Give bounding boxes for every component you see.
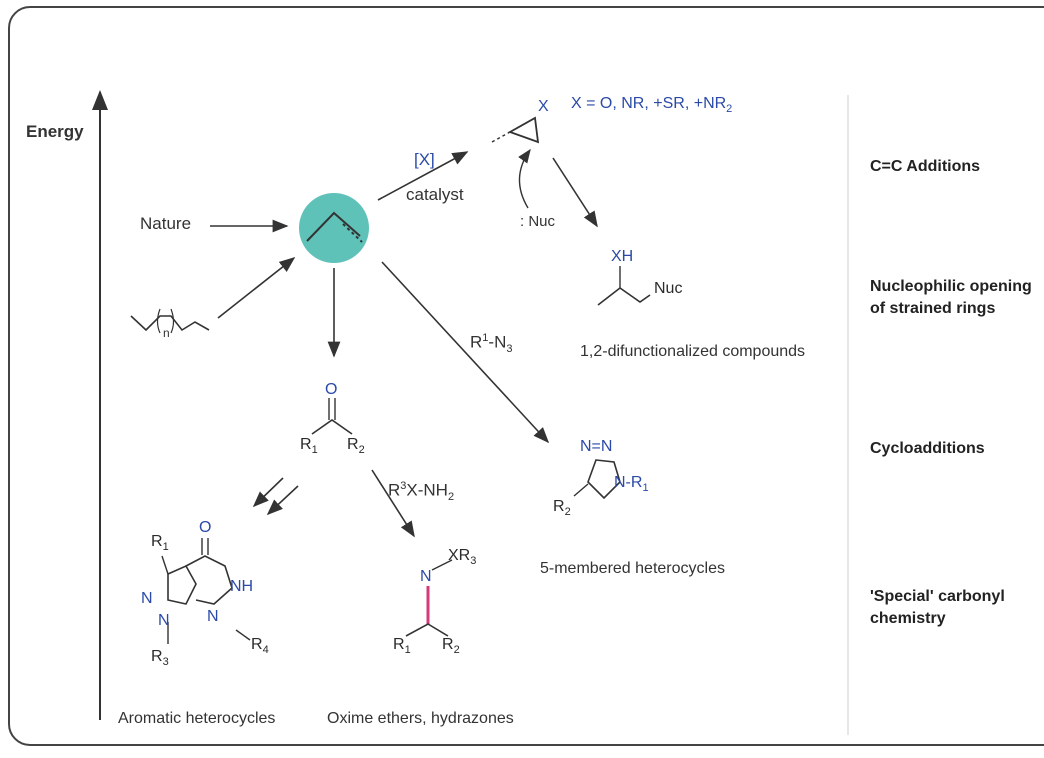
three-ring — [507, 116, 540, 144]
category-nucleophilic-opening: Nucleophilic opening of strained rings — [870, 278, 1032, 317]
pyrimidinone-ring — [185, 555, 233, 605]
alkene-structure — [306, 211, 361, 242]
pyrazole-ring — [167, 564, 197, 605]
triazole-nn: N=N — [580, 438, 613, 455]
nucleophile-label: : Nuc — [520, 213, 556, 230]
triazole-ring — [587, 459, 621, 500]
alkane-chain — [130, 315, 210, 332]
arrow-ring-opening — [552, 157, 598, 228]
diagram-frame — [8, 6, 1044, 746]
category-cc-additions: C=C Additions — [870, 158, 981, 175]
oxime-xr3: XR3 — [448, 547, 477, 568]
energy-axis-label: Energy — [26, 122, 84, 141]
aromatic-r1: R1 — [151, 533, 169, 554]
alkane-bracket — [156, 308, 175, 334]
oxime-nx-bond — [431, 559, 453, 571]
nature-label: Nature — [140, 214, 192, 233]
triazole-r2: R2 — [553, 498, 571, 519]
ketone-r1: R1 — [300, 436, 318, 457]
arrow-to-aromatic-2 — [266, 485, 299, 516]
ketone-structure — [311, 419, 353, 435]
alkene-circle — [299, 193, 369, 263]
arrow-to-three-ring — [377, 151, 469, 201]
ketone-r2: R2 — [347, 436, 365, 457]
arrow-to-oxime — [371, 469, 415, 538]
oxime-r1: R1 — [393, 636, 411, 657]
aromatic-r4: R4 — [251, 636, 269, 657]
category-special-carbonyl: 'Special' carbonyl chemistry — [870, 588, 1005, 627]
difunctionalized-label: 1,2-difunctionalized compounds — [580, 343, 806, 360]
pyrimidinone-r4-bond — [235, 629, 251, 641]
difunctionalized-structure — [597, 287, 651, 306]
five-membered-label: 5-membered heterocycles — [540, 560, 725, 577]
aromatic-o-atom: O — [199, 519, 212, 536]
alkene-double-bond — [342, 223, 363, 243]
aromatic-r3: R3 — [151, 648, 169, 669]
aromatic-n-atom-3: N — [207, 608, 219, 625]
nuc-attack-arrow — [518, 148, 531, 209]
pyrazole-r1-bond — [161, 555, 169, 575]
aromatic-n-atom-1: N — [141, 590, 153, 607]
xh-atom: XH — [611, 248, 634, 265]
arrow-to-aromatic-1 — [252, 477, 284, 508]
azide-reagent-label: R1-N3 — [470, 332, 513, 356]
aromatic-nh-atom: NH — [230, 578, 254, 595]
aromatic-n-atom-2: N — [158, 612, 170, 629]
catalyst-label: catalyst — [406, 185, 464, 204]
ring-x-atom: X — [538, 98, 549, 115]
arrow-alkane-to-alkene — [217, 257, 296, 319]
three-ring-bond — [491, 131, 511, 143]
oxime-structure — [405, 623, 449, 637]
hydrazine-reagent-label: R3X-NH2 — [388, 480, 455, 504]
category-cycloadditions: Cycloadditions — [870, 440, 985, 457]
x-definition: X = O, NR, +SR, +NR2 — [571, 95, 733, 116]
arrow-to-triazole — [381, 261, 550, 444]
triazole-n-r1: N-R1 — [614, 474, 649, 495]
x-reagent-label: [X] — [414, 150, 435, 169]
oxime-n-atom: N — [420, 568, 432, 585]
oxime-r2: R2 — [442, 636, 460, 657]
alkane-n-label: n — [163, 326, 170, 340]
nuc-atom: Nuc — [654, 280, 683, 297]
aromatic-heterocycles-label: Aromatic heterocycles — [118, 710, 276, 727]
ketone-o-atom: O — [325, 381, 338, 398]
oxime-label: Oxime ethers, hydrazones — [327, 710, 514, 727]
triazole-r2-bond — [573, 483, 589, 497]
